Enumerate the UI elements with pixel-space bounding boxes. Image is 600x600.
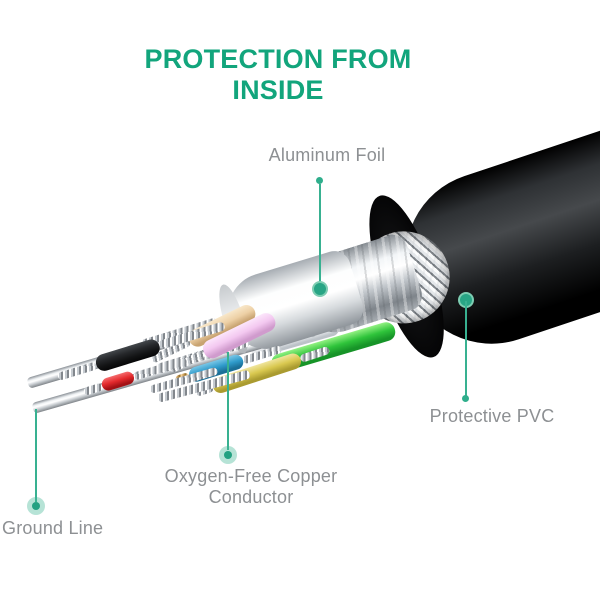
label-aluminum-foil: Aluminum Foil [268,145,386,165]
label-ground-line: Ground Line [2,518,104,538]
callout-line-aluminum-foil [319,184,321,286]
callout-dot-ground-line [27,497,45,515]
callout-line-copper-conductor [227,352,229,450]
callout-dot-copper-conductor [219,446,237,464]
label-protective-pvc: Protective PVC [429,406,555,426]
callout-dot-small [316,177,323,184]
page-title: PROTECTION FROM INSIDE [144,44,412,105]
callout-line-ground-line [35,409,37,502]
label-copper-conductor: Oxygen-Free Copper Conductor [164,466,338,507]
callout-dot-aluminum-foil [312,281,328,297]
callout-line-protective-pvc [465,301,467,398]
callout-dot-small [462,395,469,402]
